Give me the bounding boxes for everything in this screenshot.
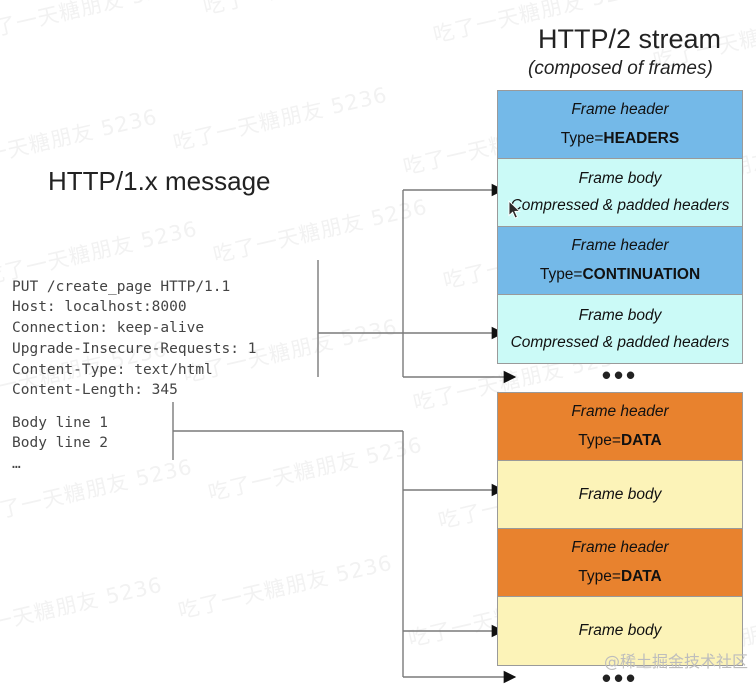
frame-type-prefix: Type=	[539, 266, 583, 283]
frame-header-label: Frame header	[571, 237, 669, 254]
frame-body-data-2[interactable]: Frame body	[498, 597, 742, 665]
frame-header-label: Frame header	[571, 539, 669, 556]
http1-request-headers-text: PUT /create_page HTTP/1.1 Host: localhos…	[12, 278, 257, 399]
frame-body-label: Frame body	[578, 170, 662, 187]
frame-header-data-1[interactable]: Frame header Type=DATA	[498, 393, 742, 461]
frame-type-label: Type=DATA	[578, 431, 661, 451]
frame-type-value: DATA	[620, 432, 662, 449]
frame-body-content: Compressed & padded headers	[510, 333, 730, 351]
frame-stack-data: Frame header Type=DATA Frame body Frame …	[497, 392, 743, 666]
frame-type-value: DATA	[620, 568, 662, 585]
frame-type-label: Type=HEADERS	[561, 129, 679, 149]
frame-body-label: Frame body	[578, 485, 662, 503]
frame-body-data-1[interactable]: Frame body	[498, 461, 742, 529]
frame-header-data-2[interactable]: Frame header Type=DATA	[498, 529, 742, 597]
frame-header-headers[interactable]: Frame header Type=HEADERS	[498, 91, 742, 159]
http1-request-body-text: Body line 1 Body line 2 …	[12, 414, 109, 473]
http2-stream-title: HTTP/2 stream	[538, 24, 722, 54]
frame-body-headers[interactable]: Frame body Compressed & padded headers	[498, 159, 742, 227]
attribution-watermark: @稀土掘金技术社区	[603, 652, 748, 671]
frame-type-value: CONTINUATION	[582, 266, 701, 283]
frame-header-label: Frame header	[571, 101, 669, 118]
frame-header-label: Frame header	[571, 403, 669, 420]
frame-stack-headers: Frame header Type=HEADERS Frame body Com…	[497, 90, 743, 364]
frame-type-prefix: Type=	[578, 432, 621, 449]
frame-body-continuation[interactable]: Frame body Compressed & padded headers	[498, 295, 742, 363]
http1-message-title: HTTP/1.x message	[48, 166, 271, 196]
frame-body-label: Frame body	[578, 622, 662, 639]
http2-stream-subtitle: (composed of frames)	[528, 58, 713, 79]
frames-ellipsis-headers: •••	[601, 360, 639, 390]
frame-type-prefix: Type=	[578, 568, 621, 585]
frame-type-value: HEADERS	[603, 130, 680, 147]
frame-body-content: Compressed & padded headers	[510, 197, 730, 214]
frame-body-label: Frame body	[578, 306, 662, 324]
frame-header-continuation[interactable]: Frame header Type=CONTINUATION	[498, 227, 742, 295]
frame-type-prefix: Type=	[560, 130, 604, 147]
frame-type-label: Type=CONTINUATION	[540, 265, 700, 285]
frames-ellipsis-data: •••	[601, 663, 639, 692]
frame-type-label: Type=DATA	[578, 567, 661, 587]
